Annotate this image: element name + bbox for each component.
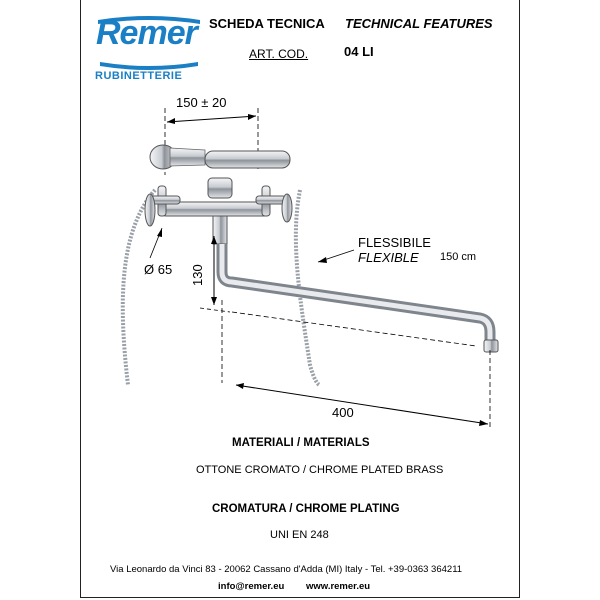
brand-subtitle: RUBINETTERIE [95,70,183,82]
remer-logo-icon [98,16,200,70]
diameter-dimension: Ø 65 [144,262,173,277]
spout-length-dimension: 400 [332,405,354,420]
art-code-value: 04 LI [344,44,374,59]
brand-logo-text: Remer [96,14,198,52]
title-english: TECHNICAL FEATURES [345,16,493,31]
footer-email[interactable]: info@remer.eu [218,581,285,592]
art-code-label: ART. COD. [249,47,309,61]
footer-website[interactable]: www.remer.eu [306,581,371,592]
hose-length: 150 cm [440,251,477,263]
plating-heading: CROMATURA / CHROME PLATING [212,503,400,515]
height-dimension: 130 [190,264,205,286]
plating-value: UNI EN 248 [270,529,329,541]
footer-address: Via Leonardo da Vinci 83 - 20062 Cassano… [110,564,463,575]
hose-label-english: FLEXIBLE [358,250,419,265]
hose-label-italian: FLESSIBILE [358,235,431,250]
materials-value: OTTONE CROMATO / CHROME PLATED BRASS [196,464,444,476]
title-italian: SCHEDA TECNICA [209,16,325,31]
spacing-dimension: 150 ± 20 [176,95,227,110]
document-frame [80,0,520,598]
materials-heading: MATERIALI / MATERIALS [232,437,370,449]
